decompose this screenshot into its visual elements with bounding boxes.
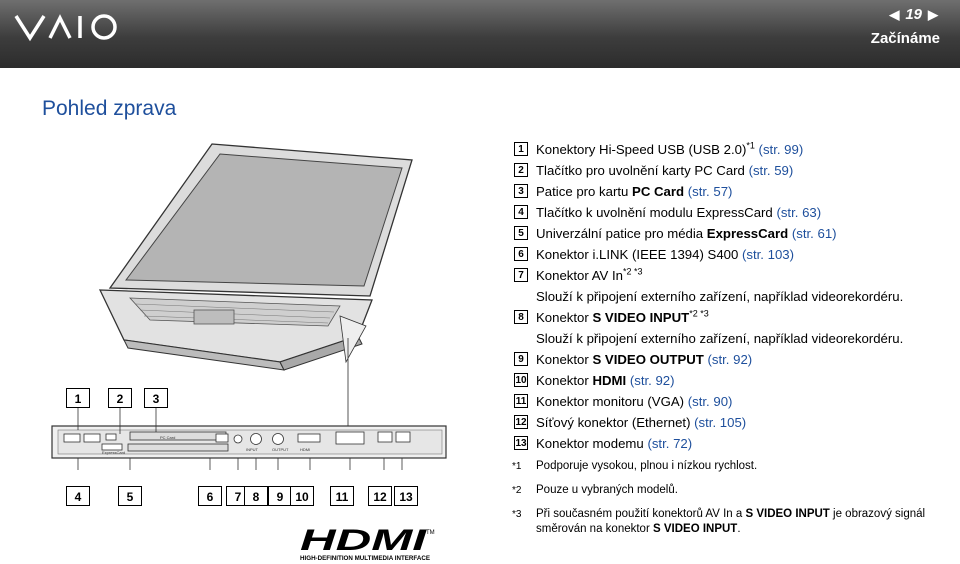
- pc-card-label: PC Card: [160, 435, 175, 440]
- s-video-input-label: INPUT: [246, 447, 259, 452]
- page-reference-link[interactable]: (str. 90): [687, 394, 733, 409]
- callout-12: 12: [368, 486, 392, 506]
- list-item: 3 Patice pro kartu PC Card (str. 57): [514, 181, 960, 202]
- port-list: 1 Konektory Hi-Speed USB (USB 2.0)*1 (st…: [514, 139, 960, 454]
- page-reference-link[interactable]: (str. 72): [647, 436, 693, 451]
- footnotes: *1 Podporuje vysokou, plnou i nízkou ryc…: [512, 459, 958, 546]
- page-number: 19: [905, 6, 922, 23]
- list-item: 12 Síťový konektor (Ethernet) (str. 105): [514, 415, 747, 430]
- page-reference-link[interactable]: (str. 57): [687, 184, 733, 199]
- list-item: 9 Konektor S VIDEO OUTPUT (str. 92): [514, 349, 960, 370]
- list-item: 13 Konektor modemu (str. 72): [514, 436, 693, 451]
- page-navigation: ◀ 19 ▶: [889, 6, 938, 23]
- callout-6: 6: [198, 486, 222, 506]
- callout-1: 1: [66, 388, 90, 408]
- vaio-logo: [14, 14, 117, 42]
- page-reference-link[interactable]: (str. 92): [707, 352, 753, 367]
- s-video-output-label: OUTPUT: [272, 447, 289, 452]
- page-reference-link[interactable]: (str. 61): [791, 226, 837, 241]
- callout-13: 13: [394, 486, 418, 506]
- laptop-right-side-illustration: PC Card ExpressCard INPUT OUTPUT HDMI: [51, 143, 447, 470]
- list-item: 10 Konektor HDMI (str. 92): [514, 373, 675, 388]
- svg-text:HDMI: HDMI: [300, 526, 427, 557]
- footnote: *3 Při současném použití konektorů AV In…: [512, 508, 926, 535]
- list-item: 2 Tlačítko pro uvolnění karty PC Card (s…: [514, 160, 960, 181]
- svg-text:TM: TM: [426, 530, 435, 536]
- footnote: *1 Podporuje vysokou, plnou i nízkou ryc…: [512, 460, 758, 472]
- page-reference-link[interactable]: (str. 63): [776, 205, 822, 220]
- list-item: 5 Univerzální patice pro média ExpressCa…: [514, 223, 960, 244]
- list-item: 6 Konektor i.LINK (IEEE 1394) S400 (str.…: [514, 244, 960, 265]
- callout-4: 4: [66, 486, 90, 506]
- page-reference-link[interactable]: (str. 59): [748, 163, 794, 178]
- footnote: *2 Pouze u vybraných modelů.: [512, 484, 678, 496]
- callout-11: 11: [330, 486, 354, 506]
- page-reference-link[interactable]: (str. 99): [758, 142, 804, 157]
- page-reference-link[interactable]: (str. 103): [742, 247, 795, 262]
- page-header: ◀ 19 ▶ Začínáme: [0, 0, 960, 68]
- callout-3: 3: [144, 388, 168, 408]
- previous-page-icon[interactable]: ◀: [889, 6, 900, 22]
- callout-5: 5: [118, 486, 142, 506]
- page-title: Pohled zprava: [42, 97, 177, 120]
- page-reference-link[interactable]: (str. 105): [694, 415, 747, 430]
- callout-8: 8: [244, 486, 268, 506]
- callout-2: 2: [108, 388, 132, 408]
- svg-text:HIGH-DEFINITION MULTIMEDIA INT: HIGH-DEFINITION MULTIMEDIA INTERFACE: [300, 555, 430, 562]
- next-page-icon[interactable]: ▶: [928, 6, 938, 22]
- hdmi-logo: HDMI TM HIGH-DEFINITION MULTIMEDIA INTER…: [300, 526, 435, 562]
- page-reference-link[interactable]: (str. 92): [629, 373, 675, 388]
- callout-10: 10: [290, 486, 314, 506]
- section-title: Začínáme: [870, 30, 940, 47]
- hdmi-port-label: HDMI: [300, 447, 310, 452]
- expresscard-label: ExpressCard: [102, 450, 125, 455]
- list-item: 1 Konektory Hi-Speed USB (USB 2.0)*1 (st…: [514, 139, 960, 160]
- list-item: 4 Tlačítko k uvolnění modulu ExpressCard…: [514, 202, 960, 223]
- list-item: 11 Konektor monitoru (VGA) (str. 90): [514, 394, 733, 409]
- callout-9: 9: [268, 486, 292, 506]
